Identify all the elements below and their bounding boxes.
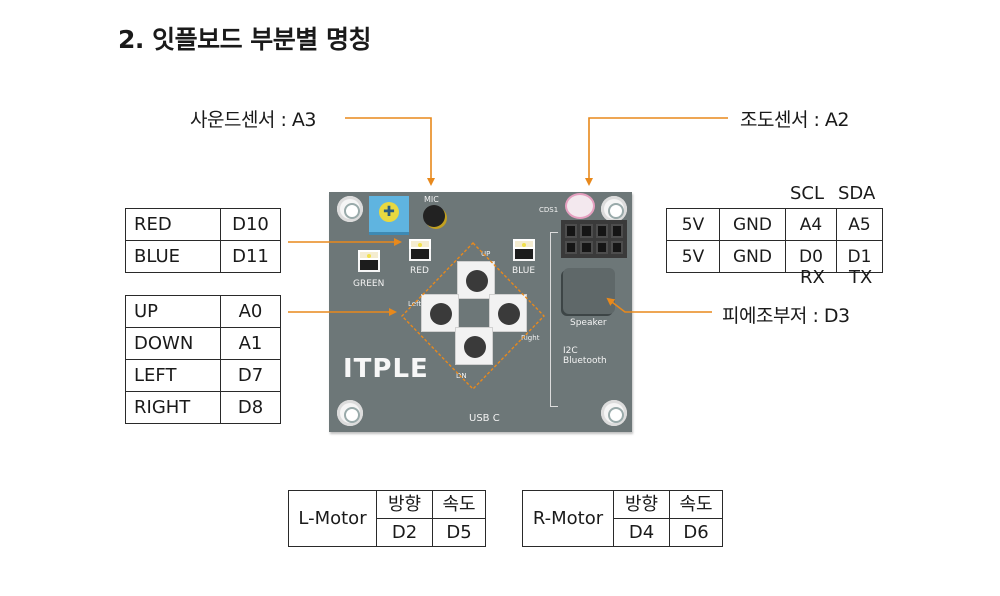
speaker-label: Speaker <box>570 318 607 328</box>
sound-sensor-arrow <box>345 117 435 186</box>
tx-label: TX <box>849 267 873 288</box>
left-motor-table: L-Motor 방향 속도 D2 D5 <box>288 490 486 547</box>
button-pin: A1 <box>220 327 281 360</box>
i2c-bracket <box>550 232 558 407</box>
page-title: 2. 잇플보드 부분별 명칭 <box>118 25 372 54</box>
pin-cell: D1 <box>836 240 883 273</box>
table-row: DOWN A1 <box>125 327 281 360</box>
usb-c-label: USB C <box>469 413 500 424</box>
i2c-label: I2C <box>563 346 578 356</box>
motor-name: R-Motor <box>522 490 614 547</box>
button-name: RIGHT <box>125 391 221 424</box>
led-pin: D10 <box>220 208 281 241</box>
blue-led-label: BLUE <box>512 266 536 276</box>
table-row: BLUE D11 <box>125 240 281 273</box>
table-row: D2 D5 <box>289 518 486 547</box>
button-name: DOWN <box>125 327 221 360</box>
table-row: D4 D6 <box>523 518 723 547</box>
direction-header: 방향 <box>376 490 433 519</box>
pin-cell: 5V <box>666 240 720 273</box>
pin-header <box>561 220 627 258</box>
microphone-icon <box>423 205 445 227</box>
table-row: R-Motor 방향 속도 <box>522 490 723 547</box>
button-up[interactable] <box>457 261 495 299</box>
scl-label: SCL <box>790 183 825 204</box>
table-row: RIGHT D8 <box>125 391 281 424</box>
pin-cell: A5 <box>836 208 883 241</box>
button-down[interactable] <box>455 327 493 365</box>
button-pin-table: UP A0 DOWN A1 LEFT D7 RIGHT D8 <box>125 295 281 424</box>
buzzer-arrow <box>606 297 712 313</box>
button-name: LEFT <box>125 359 221 392</box>
right-motor-table: R-Motor 방향 속도 D4 D6 <box>522 490 723 547</box>
button-left[interactable] <box>421 294 459 332</box>
mic-label: MIC <box>424 195 439 204</box>
pin-cell: D0 <box>785 240 837 273</box>
button-pin: A0 <box>220 295 281 328</box>
light-sensor-cds <box>565 193 595 219</box>
direction-pin: D2 <box>376 518 433 547</box>
sound-sensor-potentiometer <box>369 196 409 232</box>
header-pin-table: 5V GND A4 A5 5V GND D0 D1 <box>666 208 883 273</box>
red-led-label: RED <box>410 266 429 276</box>
button-up-label: UP <box>481 250 491 258</box>
led-pin: D11 <box>220 240 281 273</box>
pin-cell: 5V <box>666 208 720 241</box>
green-led <box>358 250 380 272</box>
mount-hole <box>337 196 363 222</box>
speed-pin: D5 <box>432 518 486 547</box>
cds-label: CDS1 <box>539 206 559 214</box>
mount-hole <box>601 196 627 222</box>
light-sensor-arrow <box>585 117 728 186</box>
piezo-speaker <box>563 268 615 314</box>
sda-label: SDA <box>838 183 876 204</box>
table-row: RED D10 <box>125 208 281 241</box>
table-row: LEFT D7 <box>125 359 281 392</box>
button-right-label: Right <box>521 334 540 342</box>
table-row: UP A0 <box>125 295 281 328</box>
table-row: 5V GND A4 A5 <box>666 208 883 241</box>
button-diamond-dashed <box>401 241 545 391</box>
pin-cell: GND <box>719 240 786 273</box>
sound-sensor-label: 사운드센서 : A3 <box>190 109 316 131</box>
speed-header: 속도 <box>432 490 486 519</box>
mount-hole <box>601 400 627 426</box>
button-name: UP <box>125 295 221 328</box>
red-led <box>409 239 431 261</box>
bluetooth-label: Bluetooth <box>563 356 607 366</box>
direction-pin: D4 <box>613 518 670 547</box>
piezo-buzzer-label: 피에조부저 : D3 <box>722 305 850 327</box>
speed-pin: D6 <box>669 518 723 547</box>
blue-led <box>513 239 535 261</box>
table-row: L-Motor 방향 속도 <box>288 490 486 547</box>
pin-cell: GND <box>719 208 786 241</box>
led-name: BLUE <box>125 240 221 273</box>
led-name: RED <box>125 208 221 241</box>
button-pin: D7 <box>220 359 281 392</box>
speed-header: 속도 <box>669 490 723 519</box>
direction-header: 방향 <box>613 490 670 519</box>
button-right[interactable] <box>489 294 527 332</box>
rx-label: RX <box>800 267 825 288</box>
button-pin: D8 <box>220 391 281 424</box>
mount-hole <box>337 400 363 426</box>
green-led-label: GREEN <box>353 279 385 289</box>
pin-cell: A4 <box>785 208 837 241</box>
itple-board: MIC RED GREEN BLUE CDS1 Speaker I2C Blue… <box>329 192 632 432</box>
table-row: 5V GND D0 D1 <box>666 240 883 273</box>
itple-logo: ITPLE <box>343 354 429 384</box>
motor-name: L-Motor <box>288 490 377 547</box>
led-pin-table: RED D10 BLUE D11 <box>125 208 281 273</box>
light-sensor-label: 조도센서 : A2 <box>740 109 850 131</box>
